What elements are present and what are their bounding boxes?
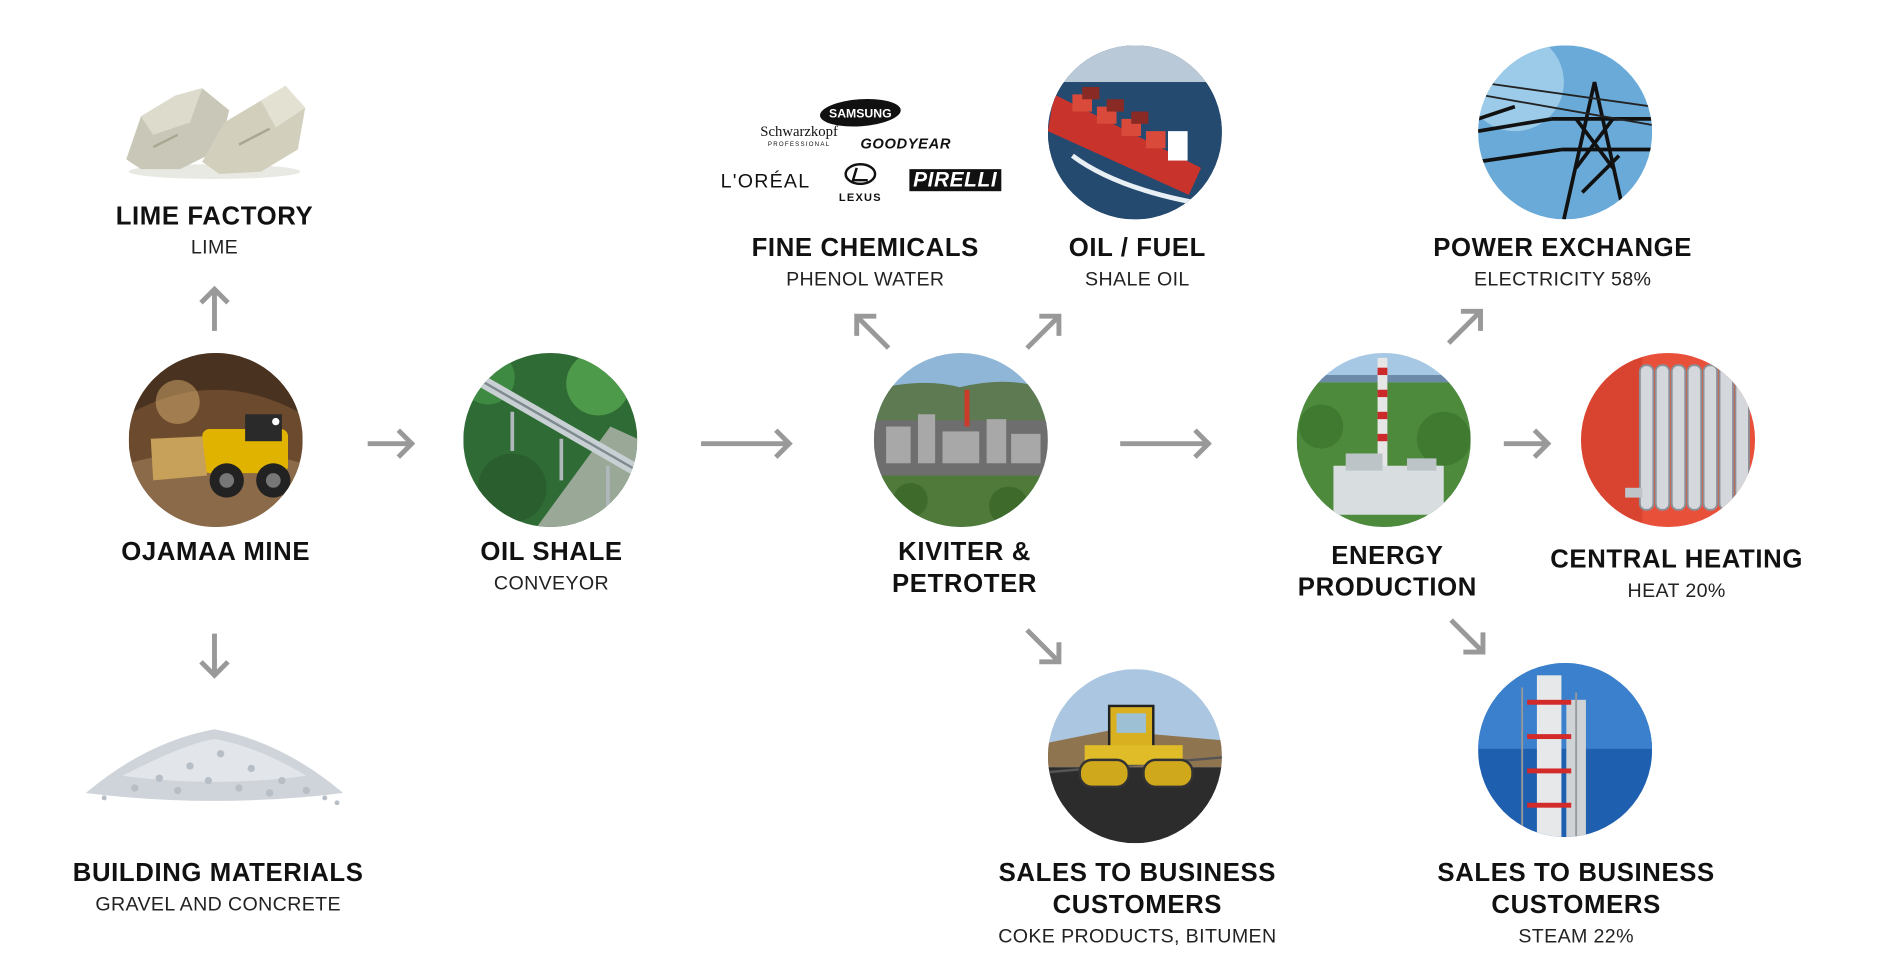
arrow-right-to-oil-shale <box>365 425 419 462</box>
distillation-tower-image <box>1478 663 1653 838</box>
lime-factory-subtitle: LIME <box>190 237 239 259</box>
oil-shale-subtitle: CONVEYOR <box>493 573 610 595</box>
power-pylon-image <box>1478 45 1653 220</box>
lexus-logo: LEXUS <box>830 163 891 203</box>
kiviter-plant-image <box>873 352 1048 528</box>
oil-shale-title: OIL SHALE <box>480 538 623 567</box>
ojamaa-mine-title: OJAMAA MINE <box>121 538 311 567</box>
power-exchange-subtitle: ELECTRICITY 58% <box>1473 269 1652 291</box>
sales-coke-title-line1: SALES TO BUSINESS <box>998 859 1277 888</box>
oil-shale-conveyor-image <box>463 352 638 528</box>
sales-steam-title-line2: CUSTOMERS <box>1491 891 1661 920</box>
power-exchange-title: POWER EXCHANGE <box>1433 234 1693 263</box>
fine-chemicals-title: FINE CHEMICALS <box>751 234 979 263</box>
building-materials-subtitle: GRAVEL AND CONCRETE <box>95 894 341 916</box>
arrow-right-to-central-heating <box>1501 425 1555 462</box>
kiviter-title-line2: PETROTER <box>892 569 1038 599</box>
sales-steam-subtitle: STEAM 22% <box>1518 926 1634 948</box>
loreal-logo: L'ORÉAL <box>720 171 811 193</box>
pirelli-logo: PIRELLI <box>909 169 1001 192</box>
sales-coke-subtitle: COKE PRODUCTS, BITUMEN <box>998 926 1277 948</box>
fine-chemicals-subtitle: PHENOL WATER <box>786 269 945 291</box>
energy-title-line2: PRODUCTION <box>1297 573 1477 602</box>
schwarzkopf-logo: Schwarzkopf PROFESSIONAL <box>760 123 838 149</box>
building-materials-title: BUILDING MATERIALS <box>72 859 364 888</box>
radiator-image <box>1581 352 1756 528</box>
oil-fuel-title: OIL / FUEL <box>1068 234 1206 263</box>
goodyear-logo: GOODYEAR <box>860 134 952 152</box>
arrow-to-power-exchange <box>1444 304 1488 348</box>
schwarzkopf-text: Schwarzkopf <box>760 122 838 140</box>
power-plant-image <box>1296 352 1471 528</box>
svg-text:SAMSUNG: SAMSUNG <box>829 107 892 121</box>
central-heating-title: CENTRAL HEATING <box>1550 545 1803 574</box>
schwarzkopf-subtext: PROFESSIONAL <box>767 140 831 149</box>
ojamaa-mine-image <box>128 352 303 528</box>
arrow-to-sales-coke <box>1022 625 1066 669</box>
oil-fuel-subtitle: SHALE OIL <box>1085 269 1190 291</box>
lexus-text: LEXUS <box>838 191 882 204</box>
road-roller-image <box>1047 669 1222 844</box>
arrow-to-sales-steam <box>1446 615 1490 659</box>
arrow-right-to-kiviter <box>699 425 797 462</box>
gravel-pile-image <box>74 717 356 833</box>
arrow-to-fine-chemicals <box>849 309 893 353</box>
sales-steam-title-line1: SALES TO BUSINESS <box>1437 859 1715 888</box>
samsung-logo: SAMSUNG <box>819 98 902 134</box>
arrow-up-to-lime <box>196 282 233 333</box>
energy-title-line1: ENERGY <box>1331 541 1444 570</box>
arrow-down-to-building <box>196 631 233 682</box>
sales-coke-title-line2: CUSTOMERS <box>1052 891 1223 920</box>
central-heating-subtitle: HEAT 20% <box>1627 580 1726 602</box>
oil-tanker-ship-image <box>1047 45 1222 220</box>
limestone-rocks-image <box>116 74 312 190</box>
arrow-right-to-energy <box>1118 425 1216 462</box>
lime-factory-title: LIME FACTORY <box>115 202 314 231</box>
arrow-to-oil-fuel <box>1022 309 1066 353</box>
kiviter-title-line1: KIVITER & <box>898 538 1031 567</box>
